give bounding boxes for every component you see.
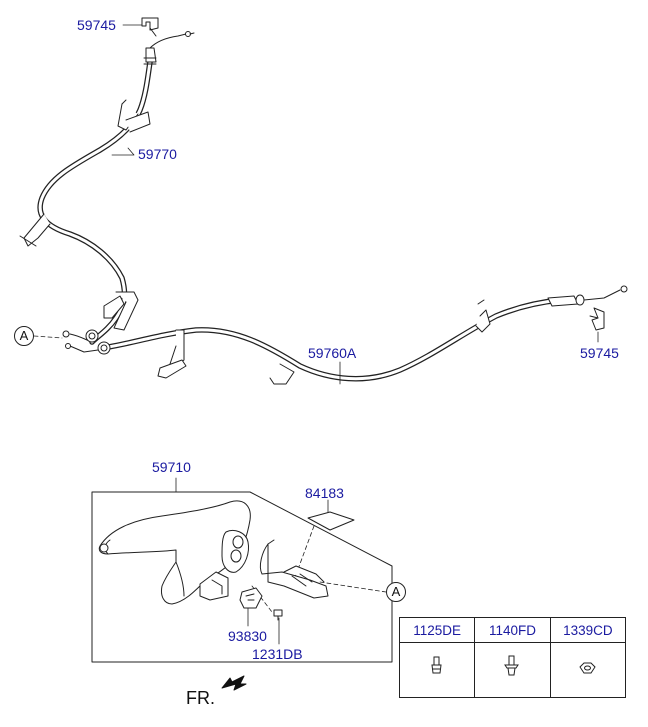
label-59710[interactable]: 59710: [152, 459, 191, 475]
fastener-header-1140FD[interactable]: 1140FD: [474, 617, 551, 643]
fastener-table-header: 1125DE 1140FD 1339CD: [398, 617, 627, 643]
bracket-assembly[interactable]: [259, 539, 329, 599]
fastener-header-1339CD[interactable]: 1339CD: [549, 617, 627, 643]
fastener-table-row: [398, 642, 627, 698]
pad-84183[interactable]: [307, 511, 355, 531]
label-93830[interactable]: 93830: [228, 628, 267, 644]
callout-a-cable[interactable]: A: [14, 326, 34, 346]
assembly-box: [91, 491, 393, 663]
cable-59760A[interactable]: [65, 285, 628, 385]
fastener-cell-1125DE[interactable]: [398, 642, 476, 698]
label-1231DB[interactable]: 1231DB: [252, 646, 303, 662]
label-59770[interactable]: 59770: [138, 146, 177, 162]
fastener-table: 1125DE 1140FD 1339CD: [398, 617, 627, 698]
label-59760A[interactable]: 59760A: [308, 345, 357, 361]
lever-59710[interactable]: [98, 500, 251, 605]
fastener-cell-1140FD[interactable]: [474, 642, 551, 698]
front-direction-label: FR.: [186, 688, 215, 708]
screw-1231DB[interactable]: [273, 609, 283, 621]
fastener-header-1125DE[interactable]: 1125DE: [398, 617, 476, 643]
fastener-cell-1339CD[interactable]: [549, 642, 627, 698]
clip-59745-top[interactable]: [141, 17, 159, 37]
label-59745-right[interactable]: 59745: [580, 345, 619, 361]
label-84183[interactable]: 84183: [305, 485, 344, 501]
front-direction-arrow-icon: [221, 675, 247, 691]
switch-93830[interactable]: [239, 587, 263, 609]
clip-59745-right[interactable]: [589, 307, 605, 331]
callout-a-lever[interactable]: A: [386, 582, 406, 602]
cable-59770[interactable]: [19, 31, 195, 345]
label-59745-top[interactable]: 59745: [77, 17, 116, 33]
